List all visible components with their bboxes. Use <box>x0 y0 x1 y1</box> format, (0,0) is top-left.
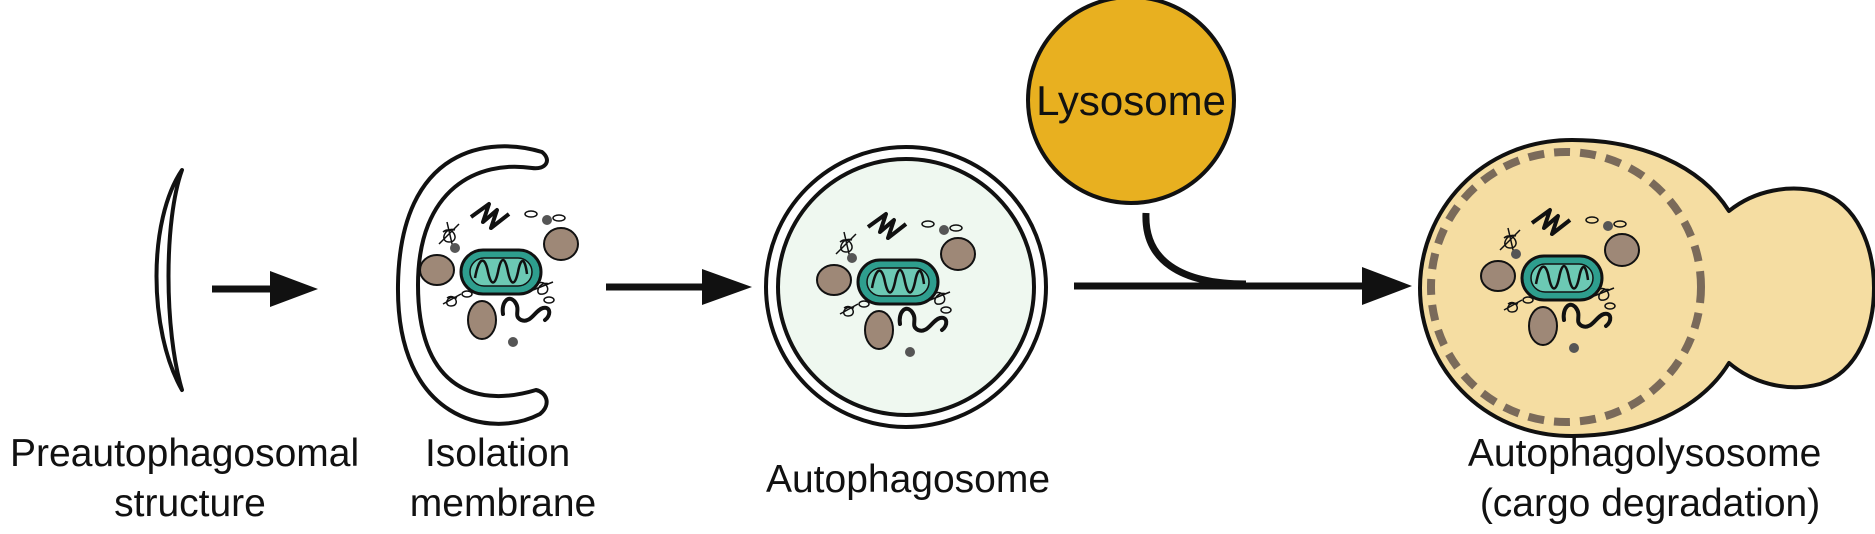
label-autophagolysosome-line2: (cargo degradation) <box>1480 482 1820 525</box>
label-isolation-line2: membrane <box>410 482 596 525</box>
lysosome-fusion-curve <box>1142 212 1247 288</box>
arrow-1-head <box>270 271 318 307</box>
autophagolysosome-dashed-membrane <box>1427 148 1705 426</box>
lysosome-circle <box>1026 0 1236 205</box>
label-autophagolysosome: Autophagolysosome (cargo degradation) <box>1468 432 1832 525</box>
label-autophagolysosome-line1: Autophagolysosome <box>1468 432 1821 475</box>
arrow-3-head <box>1362 267 1412 305</box>
label-isolation-line1: Isolation <box>425 432 570 475</box>
lysosome-label: Lysosome <box>1036 77 1226 124</box>
label-autophagosome: Autophagosome <box>766 458 1050 501</box>
label-preautophagosomal: Preautophagosomal structure <box>10 432 370 525</box>
label-isolation: Isolation membrane <box>410 432 596 525</box>
isolation-membrane-shape <box>395 144 549 426</box>
label-preautophagosomal-line1: Preautophagosomal <box>10 432 359 475</box>
isolation-cargo <box>418 202 580 349</box>
arrow-2-head <box>702 269 752 305</box>
label-autophagosome-line1: Autophagosome <box>766 458 1050 501</box>
preautophagosomal-crescent <box>154 168 184 392</box>
autophagolysosome-body <box>1418 138 1875 438</box>
label-preautophagosomal-line2: structure <box>114 482 266 525</box>
